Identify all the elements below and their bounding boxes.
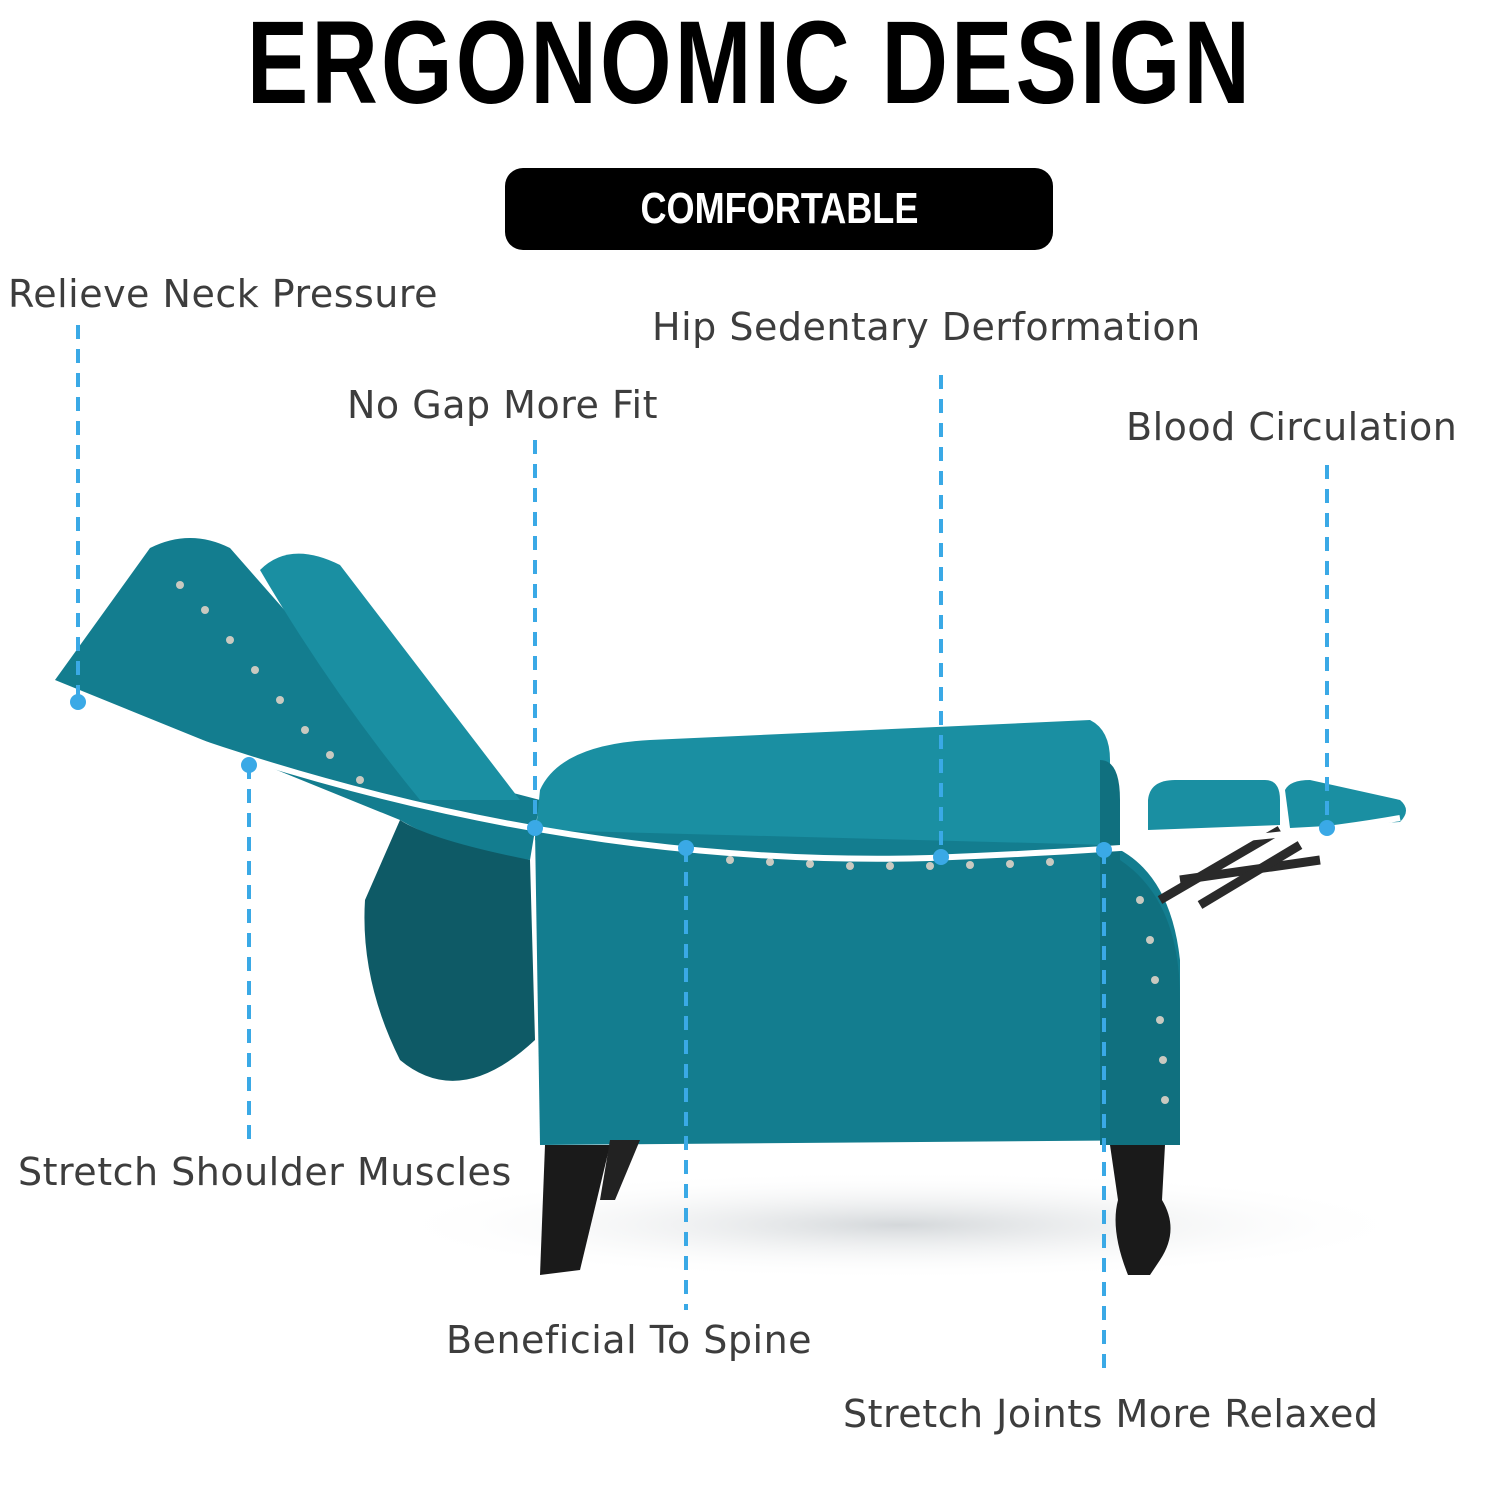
- headline-title: ERGONOMIC DESIGN: [246, 0, 1254, 129]
- arm-top: [535, 720, 1110, 845]
- back-leg: [540, 1145, 610, 1275]
- comfortable-badge: COMFORTABLE: [505, 168, 1053, 250]
- footrest-pad-2: [1285, 780, 1406, 828]
- callout-blood-circulation: Blood Circulation: [1126, 405, 1458, 449]
- anchor-dots: [70, 694, 1335, 865]
- footrest-mechanism: [1157, 826, 1321, 909]
- callout-stretch-shoulder: Stretch Shoulder Muscles: [18, 1150, 512, 1194]
- callout-relieve-neck: Relieve Neck Pressure: [8, 272, 439, 316]
- front-leg: [1110, 1145, 1171, 1275]
- leader-lines: [76, 325, 1329, 1368]
- footrest-pad: [1148, 780, 1280, 830]
- callout-beneficial-spine: Beneficial To Spine: [446, 1318, 813, 1362]
- back-leg-2: [600, 1140, 640, 1200]
- callout-hip-deformation: Hip Sedentary Derformation: [652, 305, 1201, 349]
- backrest-cushion: [260, 553, 520, 800]
- chair-body: [535, 830, 1180, 1145]
- badge-label: COMFORTABLE: [640, 184, 918, 233]
- callout-no-gap: No Gap More Fit: [347, 383, 659, 427]
- ergonomic-curve: [46, 683, 1401, 862]
- arm-front: [1100, 760, 1180, 1145]
- nailhead-trim: [176, 581, 1169, 1104]
- seat-underside: [364, 820, 535, 1081]
- callout-stretch-joints: Stretch Joints More Relaxed: [843, 1392, 1379, 1436]
- floor-shadow: [380, 1170, 1420, 1280]
